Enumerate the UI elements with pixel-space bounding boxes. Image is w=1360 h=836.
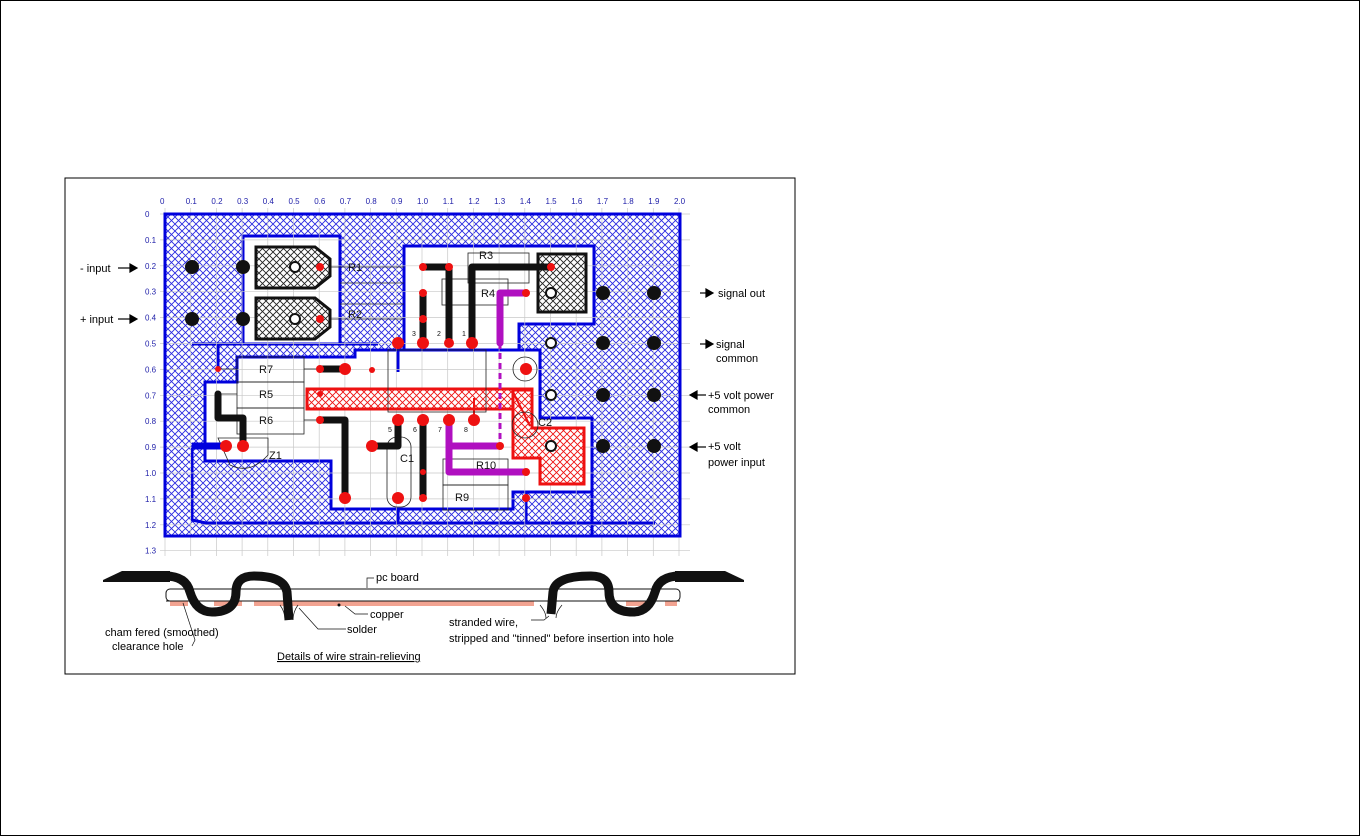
x-tick-label: 1.7 [597, 197, 609, 206]
x-tick-label: 1.6 [571, 197, 583, 206]
x-tick-label: 0 [160, 197, 165, 206]
x-tick-label: 0.4 [263, 197, 275, 206]
x-tick-label: 0.9 [391, 197, 403, 206]
minus-input-label: - input [80, 263, 111, 275]
x-tick-label: 1.1 [443, 197, 455, 206]
label-r4: R4 [481, 288, 495, 300]
y-tick-label: 1.2 [145, 521, 157, 530]
pin-label: 3 [412, 331, 416, 338]
chamfered-label: cham fered (smoothed) [105, 627, 219, 639]
y-tick-label: 0.4 [145, 314, 157, 323]
stranded-wire-label-2: stripped and "tinned" before insertion i… [449, 633, 674, 645]
x-tick-label: 0.1 [186, 197, 198, 206]
label-r5: R5 [259, 389, 273, 401]
power-common-label-2: common [708, 404, 750, 416]
label-r2: R2 [348, 309, 362, 321]
copper-label: copper [370, 609, 404, 621]
y-axis-ticks: 0 0.1 0.2 0.3 0.4 0.5 0.6 0.7 0.8 0.9 1.0 1.1 1.2 1.3 [145, 210, 157, 556]
x-tick-label: 1.9 [648, 197, 660, 206]
y-tick-label: 1.0 [145, 469, 157, 478]
pc-board-label: pc board [376, 572, 419, 584]
pin-label: 5 [388, 427, 392, 434]
clearance-hole-label: clearance hole [112, 641, 184, 653]
board-outline [163, 212, 682, 538]
x-tick-label: 0.7 [340, 197, 352, 206]
terminal-hole-icon [289, 261, 557, 452]
label-r10: R10 [476, 460, 496, 472]
signal-out-label: signal out [718, 288, 765, 300]
y-tick-label: 1.3 [145, 547, 157, 556]
y-tick-label: 0.5 [145, 340, 157, 349]
y-tick-label: 0.2 [145, 262, 157, 271]
label-z1: Z1 [269, 450, 282, 462]
power-input-label-2: power input [708, 457, 765, 469]
x-tick-label: 0.5 [289, 197, 301, 206]
label-r9: R9 [455, 492, 469, 504]
detail-caption: Details of wire strain-relieving [277, 651, 421, 663]
plus-input-label: + input [80, 314, 113, 326]
y-tick-label: 1.1 [145, 495, 157, 504]
x-tick-label: 1.8 [623, 197, 635, 206]
arrow-icon [118, 262, 715, 453]
label-r3: R3 [479, 250, 493, 262]
signal-common-label-2: common [716, 353, 758, 365]
signal-common-label: signal [716, 339, 745, 351]
jumper-traces [445, 289, 530, 476]
pin-label: 1 [462, 331, 466, 338]
x-axis-ticks: 0 0.1 0.2 0.3 0.4 0.5 0.6 0.7 0.8 0.9 1.0 1.1 1.2 1.3… [160, 197, 686, 206]
label-r6: R6 [259, 415, 273, 427]
x-tick-label: 2.0 [674, 197, 686, 206]
x-tick-label: 0.8 [366, 197, 378, 206]
y-tick-label: 0.1 [145, 236, 157, 245]
x-tick-label: 0.6 [314, 197, 326, 206]
x-tick-label: 1.3 [494, 197, 506, 206]
pin-label: 8 [464, 427, 468, 434]
x-tick-label: 1.4 [520, 197, 532, 206]
solder-pads [215, 263, 555, 504]
mounting-pads [185, 260, 661, 453]
solder-label: solder [347, 624, 377, 636]
x-tick-label: 1.5 [546, 197, 558, 206]
y-tick-label: 0.6 [145, 365, 157, 374]
output-terminal-block [536, 252, 588, 314]
pin-label: 6 [413, 427, 417, 434]
ground-outline [190, 342, 655, 536]
y-tick-label: 0 [145, 210, 150, 219]
power-trace [512, 391, 531, 427]
y-tick-label: 0.3 [145, 288, 157, 297]
pin-label: 7 [438, 427, 442, 434]
label-c1: C1 [400, 453, 414, 465]
x-tick-label: 0.2 [211, 197, 223, 206]
x-tick-label: 1.2 [468, 197, 480, 206]
label-c2: C2 [538, 417, 552, 429]
pin-label: 2 [437, 331, 441, 338]
y-tick-label: 0.7 [145, 391, 157, 400]
y-tick-label: 0.9 [145, 443, 157, 452]
x-tick-label: 0.3 [237, 197, 249, 206]
label-r1: R1 [348, 262, 362, 274]
power-input-label: +5 volt [708, 441, 741, 453]
x-tick-label: 1.0 [417, 197, 429, 206]
strain-relief-detail [103, 571, 744, 647]
label-r7: R7 [259, 364, 273, 376]
y-tick-label: 0.8 [145, 417, 157, 426]
power-common-label: +5 volt power [708, 390, 774, 402]
stranded-wire-label: stranded wire, [449, 617, 518, 629]
